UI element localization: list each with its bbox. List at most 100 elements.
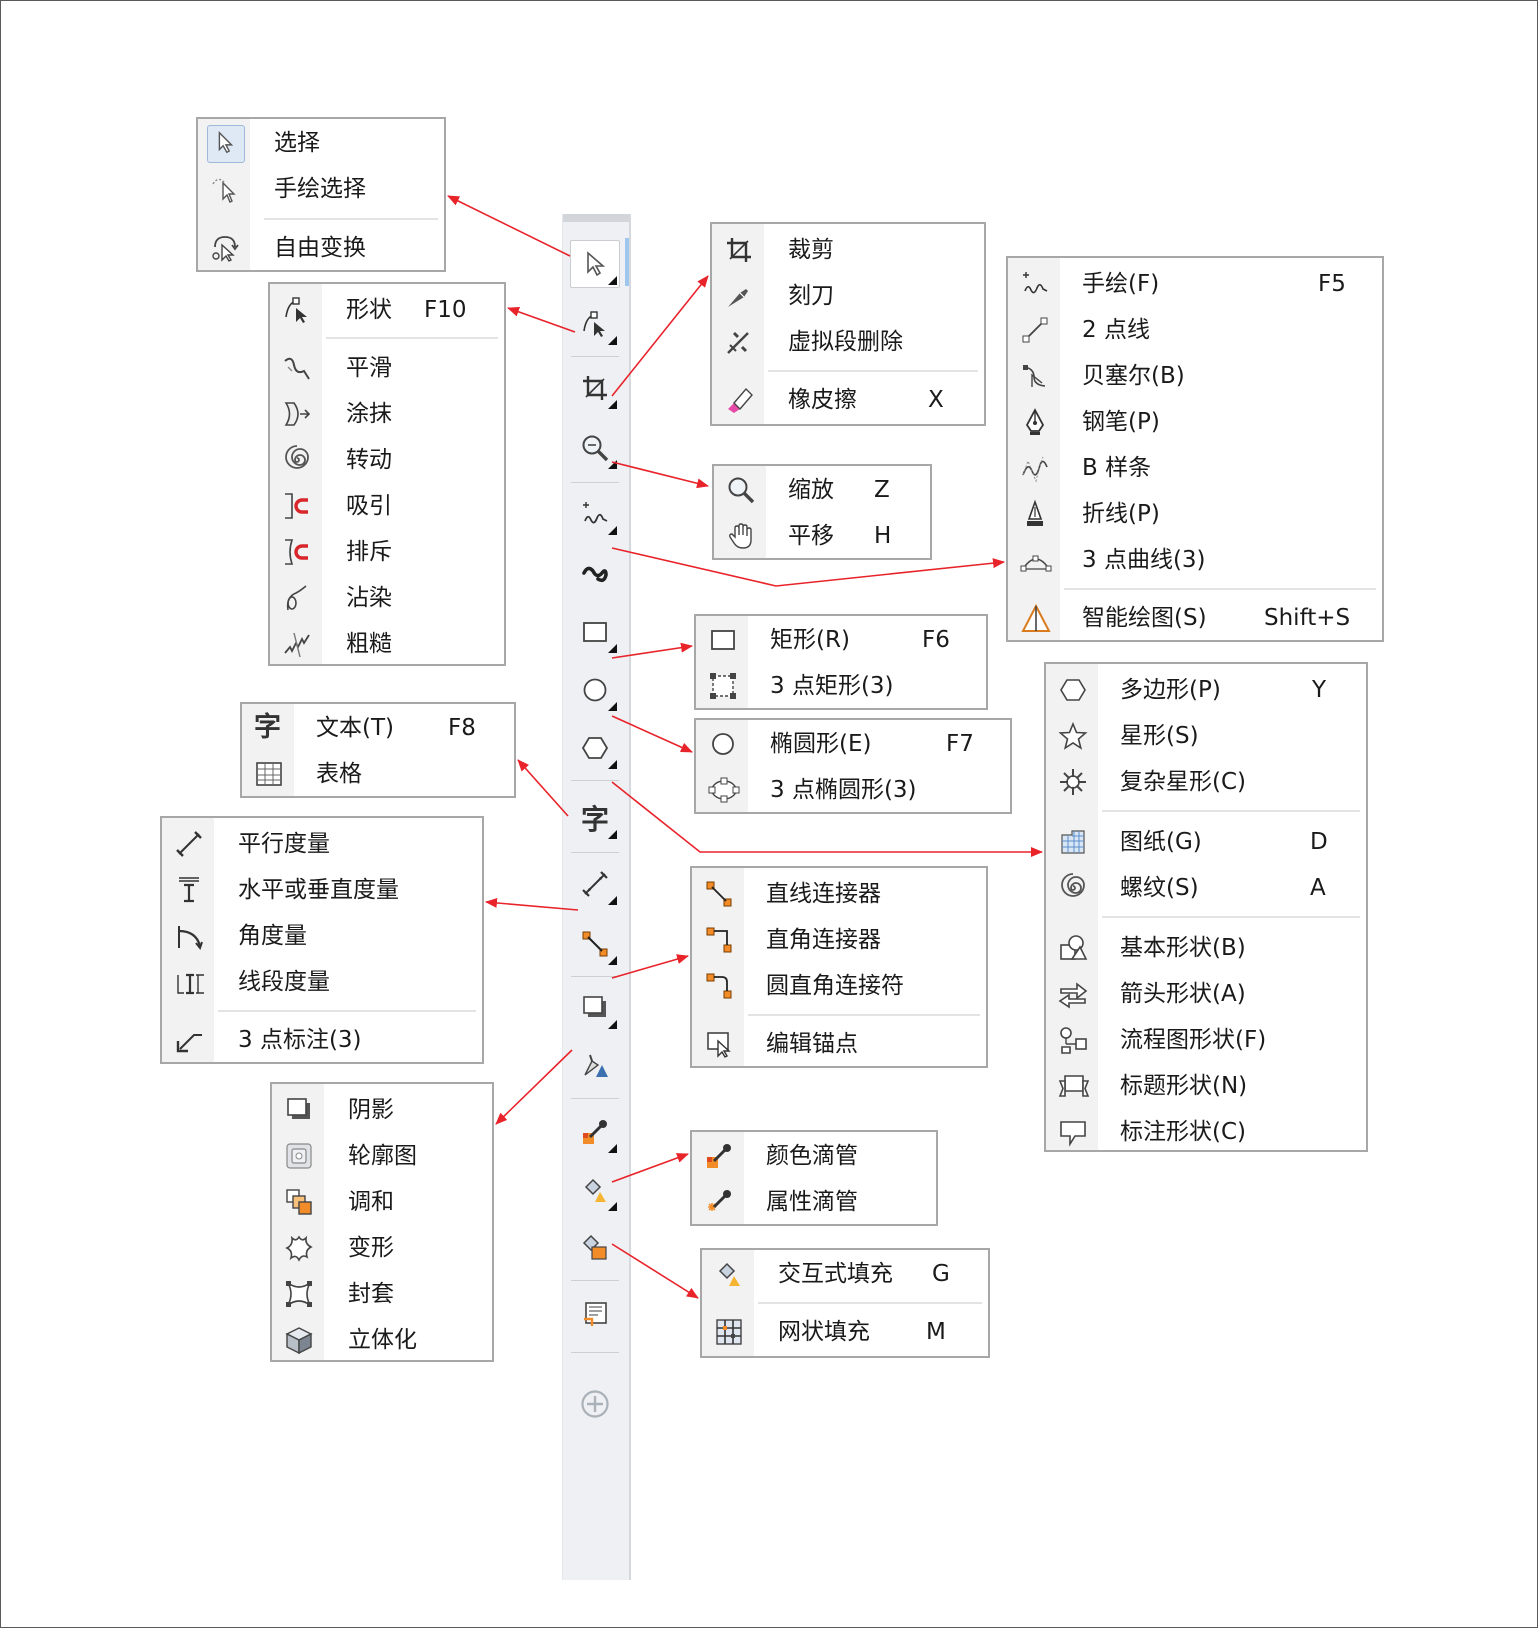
fill-tool-button[interactable]	[570, 1166, 620, 1214]
menu-item-twirl[interactable]: 转动	[270, 438, 504, 482]
menu-item-arrow-shapes[interactable]: 箭头形状(A)	[1046, 972, 1366, 1016]
pick-tool-button[interactable]	[570, 240, 620, 288]
menu-item-complex-star[interactable]: 复杂星形(C)	[1046, 760, 1366, 804]
menu-item-attributes-eyedropper[interactable]: 属性滴管	[692, 1180, 936, 1224]
extrude-icon	[285, 1327, 313, 1355]
menu-item-envelope[interactable]: 封套	[272, 1272, 492, 1316]
menu-item-zoom[interactable]: 缩放 Z	[714, 468, 930, 512]
menu-item-extrude[interactable]: 立体化	[272, 1318, 492, 1362]
eyedropper-tool-button[interactable]	[570, 1108, 620, 1156]
menu-item-three-point-ellipse[interactable]: 3 点椭圆形(3)	[696, 768, 1010, 812]
menu-item-ellipse[interactable]: 椭圆形(E) F7	[696, 722, 1010, 766]
menu-item-freehand-pick[interactable]: 手绘选择	[198, 167, 444, 211]
menu-item-roughen[interactable]: 粗糙	[270, 622, 504, 666]
text-tool-button[interactable]: 字	[570, 794, 620, 842]
zoom-tool-button[interactable]	[570, 424, 620, 472]
menu-item-blend[interactable]: 调和	[272, 1180, 492, 1224]
add-tool-button[interactable]	[570, 1380, 620, 1428]
menu-item-label: 角度量	[238, 923, 307, 949]
menu-item-knife[interactable]: 刻刀	[712, 274, 984, 318]
ellipse-tool-button[interactable]	[570, 666, 620, 714]
menu-item-free-transform[interactable]: 自由变换	[198, 226, 444, 270]
menu-item-graph-paper[interactable]: 图纸(G) D	[1046, 820, 1366, 864]
menu-item-table[interactable]: 表格	[242, 752, 514, 796]
menu-item-three-point-callout[interactable]: 3 点标注(3)	[162, 1018, 482, 1062]
menu-item-rectangle[interactable]: 矩形(R) F6	[696, 618, 986, 662]
drop-shadow-tool-button[interactable]	[570, 984, 620, 1032]
menu-item-mesh-fill[interactable]: 网状填充 M	[702, 1310, 988, 1354]
menu-item-three-point-curve[interactable]: 3 点曲线(3)	[1008, 538, 1382, 582]
three-point-ellipse-icon	[708, 777, 740, 803]
rectangle-tool-icon	[583, 622, 607, 642]
rectangle-tool-button[interactable]	[570, 608, 620, 656]
menu-item-smooth[interactable]: 平滑	[270, 346, 504, 390]
menu-item-virtual-segment-delete[interactable]: 虚拟段删除	[712, 320, 984, 364]
menu-item-parallel-dimension[interactable]: 平行度量	[162, 822, 482, 866]
color-eyedropper-icon	[707, 1144, 731, 1168]
dimension-tool-button[interactable]	[570, 860, 620, 908]
arrow-polygon	[611, 781, 1043, 857]
menu-item-pen[interactable]: 钢笔(P)	[1008, 400, 1382, 444]
smooth-icon	[284, 357, 310, 380]
menu-item-smudge[interactable]: 沾染	[270, 576, 504, 620]
menu-item-horizontal-vertical-dimension[interactable]: 水平或垂直度量	[162, 868, 482, 912]
menu-item-angular-dimension[interactable]: 角度量	[162, 914, 482, 958]
menu-item-straight-connector[interactable]: 直线连接器	[692, 872, 986, 916]
connector-tool-button[interactable]	[570, 920, 620, 968]
menu-item-contour[interactable]: 轮廓图	[272, 1134, 492, 1178]
three-point-curve-icon	[1020, 555, 1052, 572]
menu-item-pick[interactable]: 选择	[198, 121, 444, 165]
menu-item-basic-shapes[interactable]: 基本形状(B)	[1046, 926, 1366, 970]
freehand-tool-button[interactable]	[570, 490, 620, 538]
menu-item-right-angle-connector[interactable]: 直角连接器	[692, 918, 986, 962]
interactive-frame-button[interactable]	[570, 1290, 620, 1338]
menu-item-eraser[interactable]: 橡皮擦 X	[712, 378, 984, 422]
menu-item-label: 网状填充	[778, 1319, 870, 1345]
arrow-zoom	[611, 461, 709, 489]
two-point-line-icon	[1022, 317, 1048, 343]
menu-item-polygon[interactable]: 多边形(P) Y	[1046, 668, 1366, 712]
toolbox-grip[interactable]	[563, 214, 629, 222]
menu-item-rounded-connector[interactable]: 圆直角连接符	[692, 964, 986, 1008]
smart-drawing-icon	[1021, 603, 1051, 632]
menu-item-attract[interactable]: 吸引	[270, 484, 504, 528]
menu-item-shortcut: G	[932, 1261, 950, 1287]
menu-item-color-eyedropper[interactable]: 颜色滴管	[692, 1134, 936, 1178]
menu-item-bezier[interactable]: 贝塞尔(B)	[1008, 354, 1382, 398]
menu-item-two-point-line[interactable]: 2 点线	[1008, 308, 1382, 352]
menu-item-smart-drawing[interactable]: 智能绘图(S) Shift+S	[1008, 596, 1382, 640]
artistic-media-button[interactable]	[570, 550, 620, 598]
menu-item-three-point-rectangle[interactable]: 3 点矩形(3)	[696, 664, 986, 708]
menu-item-interactive-fill[interactable]: 交互式填充 G	[702, 1252, 988, 1296]
menu-item-repel[interactable]: 排斥	[270, 530, 504, 574]
menu-item-text[interactable]: 字 文本(T) F8	[242, 706, 514, 750]
smart-fill-tool-button[interactable]	[570, 1224, 620, 1272]
menu-item-spiral[interactable]: 螺纹(S) A	[1046, 866, 1366, 910]
menu-item-smear[interactable]: 涂抹	[270, 392, 504, 436]
menu-item-segment-dimension[interactable]: 线段度量	[162, 960, 482, 1004]
menu-item-pan[interactable]: 平移 H	[714, 514, 930, 558]
menu-item-b-spline[interactable]: B 样条	[1008, 446, 1382, 490]
shape-tool-button[interactable]	[570, 300, 620, 348]
menu-item-shape[interactable]: 形状 F10	[270, 288, 504, 332]
menu-item-freehand[interactable]: 手绘(F) F5	[1008, 262, 1382, 306]
menu-item-distort[interactable]: 变形	[272, 1226, 492, 1270]
menu-item-banner-shapes[interactable]: 标题形状(N)	[1046, 1064, 1366, 1108]
menu-item-flowchart-shapes[interactable]: 流程图形状(F)	[1046, 1018, 1366, 1062]
interactive-frame-icon	[584, 1302, 607, 1326]
menu-item-crop[interactable]: 裁剪	[712, 228, 984, 272]
menu-item-polyline[interactable]: 折线(P)	[1008, 492, 1382, 536]
menu-item-callout-shapes[interactable]: 标注形状(C)	[1046, 1110, 1366, 1154]
crop-tool-button[interactable]	[570, 364, 620, 412]
menu-item-label: 轮廓图	[348, 1143, 417, 1169]
three-point-rectangle-icon	[710, 673, 736, 699]
menu-item-label: 转动	[346, 447, 392, 473]
menu-item-star[interactable]: 星形(S)	[1046, 714, 1366, 758]
transparency-tool-button[interactable]	[570, 1042, 620, 1090]
menu-item-label: 流程图形状(F)	[1120, 1027, 1267, 1053]
polygon-tool-button[interactable]	[570, 724, 620, 772]
menu-item-edit-anchor[interactable]: 编辑锚点	[692, 1022, 986, 1066]
menu-item-drop-shadow[interactable]: 阴影	[272, 1088, 492, 1132]
menu-item-label: 橡皮擦	[788, 387, 857, 413]
menu-item-label: 椭圆形(E)	[770, 731, 872, 757]
